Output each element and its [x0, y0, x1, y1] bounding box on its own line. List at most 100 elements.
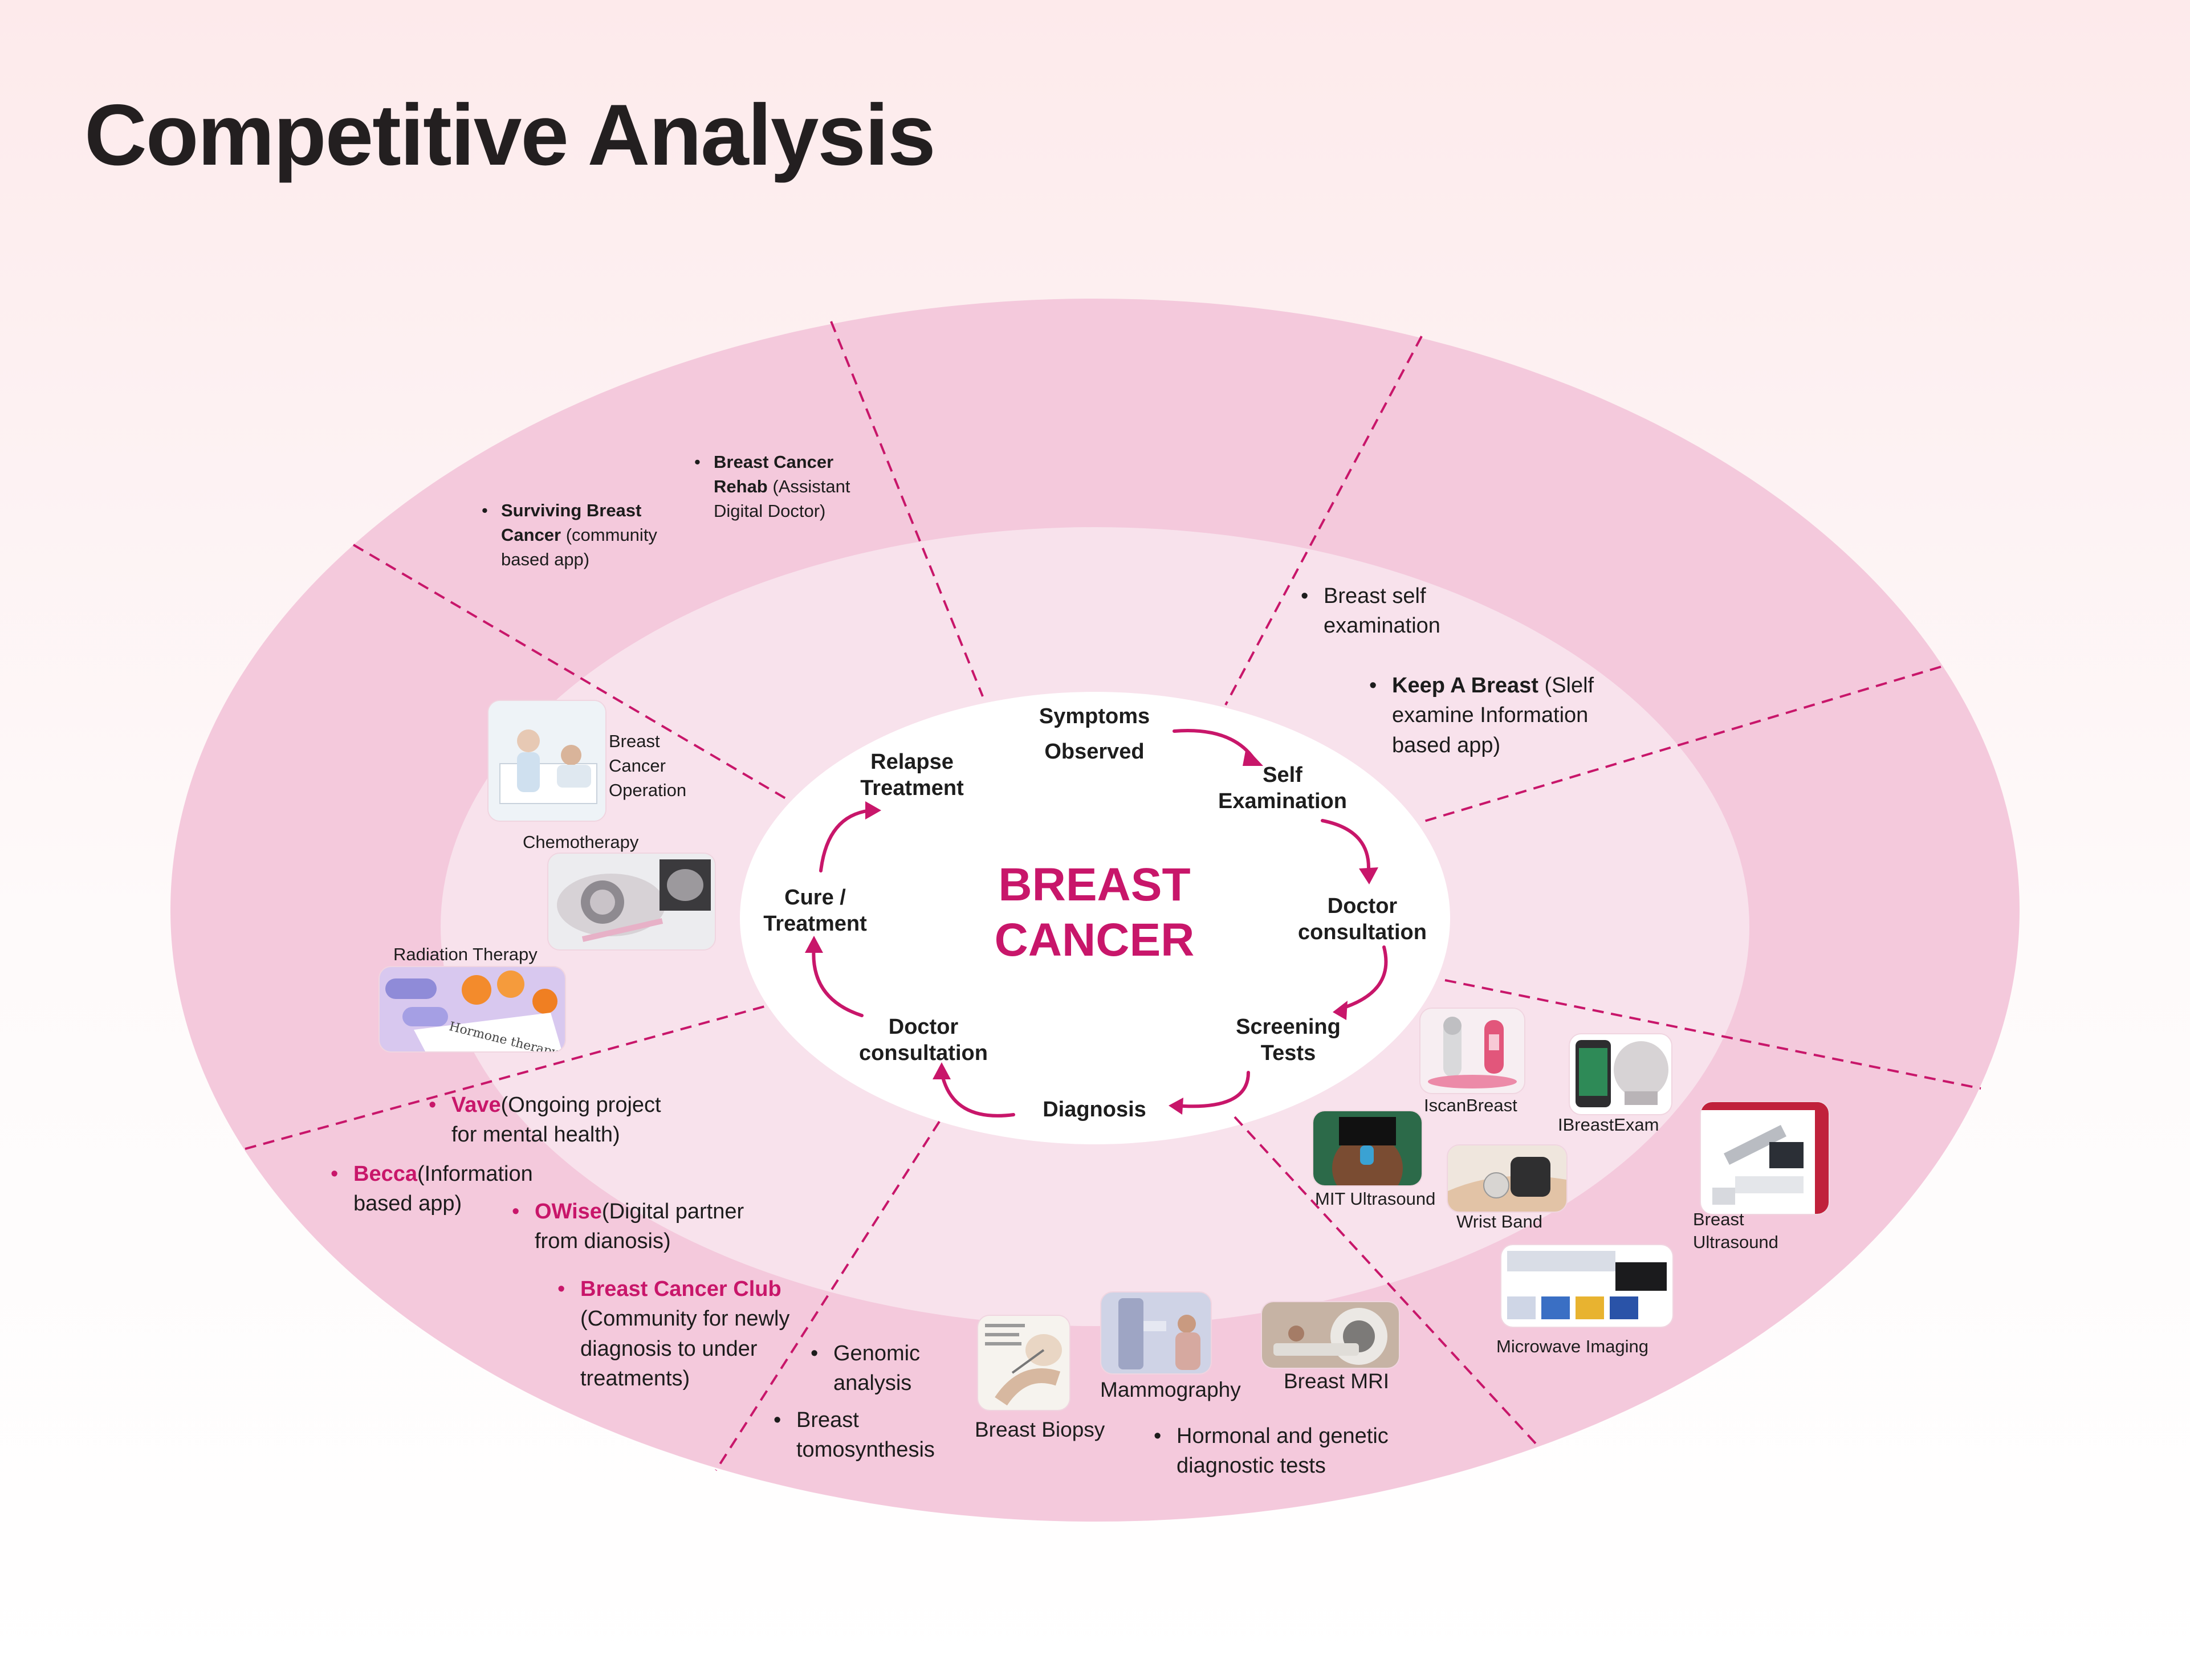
- app-desc: (Ongoing project: [500, 1093, 661, 1117]
- arrowhead: [1169, 1098, 1183, 1115]
- label-microwave-imaging: Microwave Imaging: [1496, 1336, 1649, 1356]
- arrow-doctor-to-screening: [1339, 945, 1388, 1010]
- item-line: analysis: [833, 1371, 912, 1396]
- stage-line: Symptoms: [1039, 704, 1150, 728]
- page-title: Competitive Analysis: [84, 87, 936, 184]
- label-breast-biopsy: Breast Biopsy: [975, 1418, 1105, 1441]
- inner-core: [740, 692, 1450, 1144]
- app-desc: (Information: [417, 1162, 533, 1186]
- arrowhead: [1333, 1001, 1348, 1020]
- app-keep-a-breast: Keep A Breast (Slelf examine Information…: [1369, 671, 1666, 760]
- divider-upper-left: [352, 544, 788, 800]
- app-breast-cancer-club: Breast Cancer Club (Community for newly …: [557, 1274, 848, 1394]
- stage-screening-tests: Screening Tests: [1203, 1014, 1374, 1066]
- app-desc: based app): [353, 1192, 462, 1216]
- app-breast-cancer-rehab: Breast Cancer Rehab (Assistant Digital D…: [694, 450, 919, 523]
- arrowhead: [1243, 748, 1263, 766]
- stage-doctor-consultation-left: Doctor consultation: [838, 1014, 1009, 1066]
- arrow-screening-to-diagnosis: [1174, 1071, 1250, 1108]
- divider-left: [245, 1005, 767, 1150]
- label-line: Operation: [609, 780, 687, 800]
- label-radiation-therapy: Radiation Therapy: [393, 944, 538, 964]
- label-breast-mri: Breast MRI: [1284, 1369, 1390, 1393]
- label-breast-cancer-operation: Breast Cancer Operation: [609, 729, 686, 802]
- stage-symptoms-observed: Symptoms Observed: [1003, 704, 1186, 765]
- label-mammography: Mammography: [1100, 1378, 1241, 1401]
- breast-mri-image: [1261, 1301, 1400, 1369]
- app-desc: treatments): [580, 1367, 690, 1391]
- stage-line: Doctor: [1327, 894, 1398, 918]
- hormone-therapy-image: Hormone therapy: [378, 966, 566, 1053]
- app-surviving-breast-cancer: Surviving Breast Cancer (community based…: [482, 499, 718, 572]
- stage-self-examination: Self Examination: [1197, 762, 1368, 814]
- app-desc: examine Information: [1392, 703, 1589, 728]
- app-owise: OWise(Digital partner from dianosis): [512, 1197, 797, 1257]
- center-title-line1: BREAST: [998, 859, 1191, 911]
- stage-line: consultation: [1298, 920, 1427, 944]
- stage-line: Observed: [1044, 739, 1145, 764]
- label-chemotherapy: Chemotherapy: [523, 832, 639, 852]
- app-desc: (Digital partner: [601, 1200, 744, 1224]
- stage-line: consultation: [859, 1041, 988, 1065]
- app-desc: Digital Doctor): [714, 500, 826, 521]
- stage-line: Screening: [1236, 1015, 1341, 1039]
- mammography-image: [1100, 1291, 1212, 1375]
- label-mit-ultrasound: MIT Ultrasound: [1315, 1189, 1436, 1209]
- stage-line: Diagnosis: [1043, 1098, 1146, 1122]
- arrow-diagnosis-to-doctor: [940, 1071, 1015, 1118]
- app-desc: (Slelf: [1544, 674, 1594, 698]
- app-vave: Vave(Ongoing project for mental health): [429, 1090, 714, 1150]
- item-line: examination: [1324, 614, 1440, 638]
- app-desc: based app): [1392, 733, 1501, 757]
- label-wrist-band: Wrist Band: [1456, 1212, 1543, 1232]
- ibreastexam-image: [1569, 1033, 1672, 1115]
- item-hormonal-genetic-tests: Hormonal and genetic diagnostic tests: [1154, 1421, 1450, 1481]
- stage-line: Treatment: [763, 911, 867, 936]
- divider-top-right: [1224, 336, 1423, 706]
- arrow-doctor-to-cure: [812, 944, 864, 1017]
- center-title: BREAST CANCER: [923, 858, 1265, 968]
- label-line: Ultrasound: [1693, 1232, 1778, 1253]
- stage-cure-treatment: Cure / Treatment: [735, 885, 895, 937]
- app-name: Rehab: [714, 476, 768, 496]
- item-breast-self-examination: Breast self examination: [1301, 581, 1552, 641]
- label-iscanbreast: IscanBreast: [1424, 1095, 1517, 1115]
- arrowhead: [805, 936, 823, 953]
- item-line: Genomic: [833, 1341, 921, 1365]
- stage-line: Doctor: [888, 1015, 959, 1039]
- app-desc: for mental health): [451, 1123, 620, 1147]
- app-desc: from dianosis): [535, 1229, 671, 1254]
- app-desc: (Assistant: [772, 476, 850, 496]
- item-line: Breast: [796, 1408, 859, 1432]
- arrowhead: [933, 1062, 951, 1079]
- app-desc: based app): [501, 549, 590, 569]
- stage-diagnosis: Diagnosis: [1015, 1097, 1174, 1123]
- arrowheads: [805, 748, 1378, 1115]
- arrowhead: [865, 801, 881, 819]
- wrist-band-image: [1447, 1144, 1568, 1213]
- stage-line: Cure /: [784, 886, 846, 910]
- divider-lower-right: [1444, 979, 1981, 1090]
- app-name: Surviving Breast: [501, 500, 642, 520]
- app-name: OWise: [535, 1200, 602, 1224]
- arrow-cure-to-relapse: [819, 809, 873, 872]
- item-line: Breast self: [1324, 584, 1426, 608]
- app-name: Breast Cancer Club: [580, 1277, 781, 1301]
- stage-relapse-treatment: Relapse Treatment: [832, 749, 992, 801]
- stage-line: Relapse: [870, 750, 954, 774]
- center-title-line2: CANCER: [994, 914, 1195, 966]
- app-name: Cancer: [501, 524, 561, 545]
- app-name: Becca: [353, 1162, 417, 1186]
- label-breast-ultrasound: Breast Ultrasound: [1693, 1208, 1778, 1254]
- app-desc: diagnosis to under: [580, 1336, 758, 1361]
- stage-line: Self: [1263, 763, 1302, 787]
- breast-ultrasound-image: [1700, 1101, 1830, 1215]
- stage-doctor-consultation-right: Doctor consultation: [1277, 894, 1448, 945]
- arrow-self-to-doctor: [1321, 819, 1370, 878]
- divider-top-left: [830, 321, 984, 697]
- iscanbreast-image: [1419, 1008, 1525, 1094]
- item-genomic-analysis: Genomic analysis: [811, 1339, 1004, 1398]
- label-ibreastexam: IBreastExam: [1558, 1115, 1659, 1135]
- label-line: Breast: [609, 731, 660, 751]
- mit-ultrasound-image: [1312, 1110, 1423, 1186]
